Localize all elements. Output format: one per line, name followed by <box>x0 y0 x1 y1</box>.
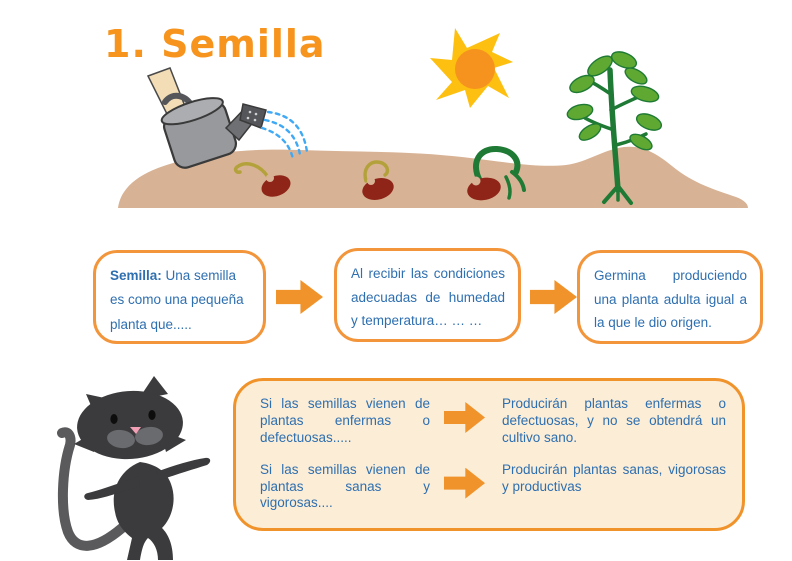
consequences-panel: Si las semillas vienen de plantas enferm… <box>233 378 745 531</box>
watering-can-icon <box>146 67 267 169</box>
sun-icon <box>430 28 513 108</box>
flow-box-text: Germina produciendo una planta adulta ig… <box>594 268 747 331</box>
water-drops-icon <box>260 110 309 161</box>
seed-sprouting-icon <box>362 160 394 200</box>
consequence-row: Si las semillas vienen de plantas sanas … <box>260 462 726 513</box>
plant-icon <box>566 51 663 205</box>
cat-right-arm <box>156 457 211 480</box>
consequence-row: Si las semillas vienen de plantas enferm… <box>260 396 726 447</box>
cat-eye <box>148 410 156 420</box>
result-text: Producirán plantas enfermas o defectuosa… <box>502 396 726 445</box>
flow-box-text: Al recibir las condiciones adecuadas de … <box>351 266 505 329</box>
germination-scene <box>118 28 748 208</box>
cat-left-arm <box>84 476 140 500</box>
flow-box-germination: Germina produciendo una planta adulta ig… <box>577 250 763 344</box>
arrow-right-icon <box>530 280 577 314</box>
flow-box-label: Semilla: <box>110 268 162 283</box>
flow-box-seed-definition: Semilla: Una semilla es como una pequeña… <box>93 250 266 344</box>
result-text: Producirán plantas sanas, vigorosas y pr… <box>502 461 726 494</box>
arrow-right-icon <box>276 280 323 314</box>
cat-muzzle <box>135 426 163 446</box>
cat-head <box>74 376 186 460</box>
page-title: 1. Semilla <box>104 22 326 66</box>
cat-mascot-icon <box>57 376 211 560</box>
cat-eye <box>110 414 118 424</box>
cat-tail <box>57 427 127 551</box>
flow-box-text: Semilla: Una semilla es como una pequeña… <box>110 268 244 332</box>
condition-text: Si las semillas vienen de plantas enferm… <box>260 396 430 445</box>
cat-muzzle <box>107 429 135 449</box>
arrow-right-icon <box>444 467 485 499</box>
seed-icon <box>233 162 291 197</box>
seedling-icon <box>467 146 526 201</box>
arrow-right-icon <box>444 402 485 433</box>
flow-box-conditions: Al recibir las condiciones adecuadas de … <box>334 248 521 342</box>
cat-nose <box>130 427 141 434</box>
condition-text: Si las semillas vienen de plantas sanas … <box>260 461 430 511</box>
